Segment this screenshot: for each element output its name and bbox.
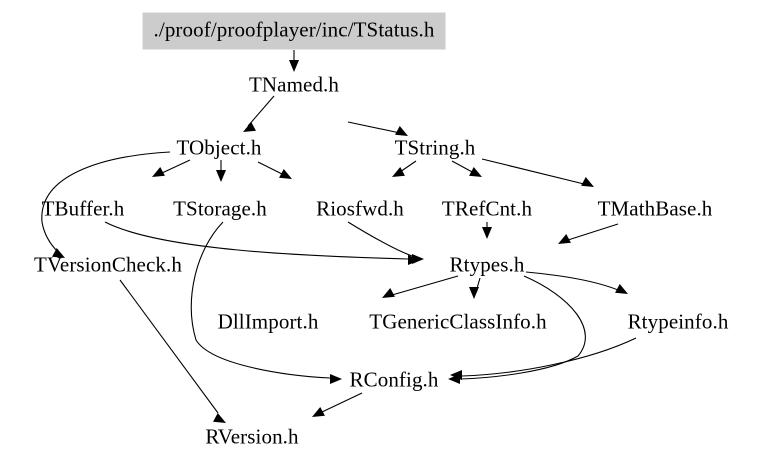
graph-node-rtypes[interactable]: Rtypes.h bbox=[449, 252, 525, 277]
arrowhead-riosfwd-to-rtypes bbox=[412, 254, 424, 264]
arrowhead-tstring-to-tmathbase bbox=[581, 176, 594, 187]
graph-node-tobject[interactable]: TObject.h bbox=[176, 135, 262, 160]
edge-tstring-to-tmathbase bbox=[481, 158, 585, 185]
graph-node-riosfwd[interactable]: Riosfwd.h bbox=[316, 196, 404, 221]
graph-node-tgenericclassinfo[interactable]: TGenericClassInfo.h bbox=[369, 309, 547, 334]
arrowhead-rtypeinfo-to-rconfig bbox=[450, 370, 462, 380]
arrowhead-tobject-to-tstorage bbox=[216, 170, 226, 182]
edge-rtypes-to-rtypeinfo bbox=[525, 271, 619, 291]
edge-rconfig-to-rversion bbox=[321, 392, 363, 413]
arrowhead-tmathbase-to-rtypes bbox=[558, 233, 571, 244]
edge-rtypes-to-dllimport bbox=[391, 275, 459, 296]
graph-node-dllimport[interactable]: DllImport.h bbox=[217, 309, 319, 334]
graph-node-trefcnt[interactable]: TRefCnt.h bbox=[441, 196, 533, 221]
arrowhead-tstring-to-trefcnt bbox=[469, 166, 482, 177]
edge-tstring-to-riosfwd bbox=[399, 160, 417, 173]
graph-node-rconfig[interactable]: RConfig.h bbox=[349, 367, 439, 392]
edge-rtypes-to-rconfig bbox=[459, 275, 586, 380]
graph-node-tstatus[interactable]: ./proof/proofplayer/inc/TStatus.h bbox=[142, 12, 446, 50]
graph-node-rtypeinfo[interactable]: Rtypeinfo.h bbox=[627, 309, 729, 334]
edge-riosfwd-to-rtypes bbox=[347, 221, 413, 257]
edge-tnamed-to-tobject bbox=[247, 95, 275, 127]
graph-node-tmathbase[interactable]: TMathBase.h bbox=[597, 196, 713, 221]
arrowhead-rtypes-to-tgenericclassinfo bbox=[469, 287, 479, 299]
arrowhead-tobject-to-tbuffer bbox=[152, 166, 165, 177]
graph-node-tnamed[interactable]: TNamed.h bbox=[248, 72, 340, 97]
arrowhead-rtypes-to-rtypeinfo bbox=[615, 283, 628, 294]
arrowhead-rconfig-to-rversion bbox=[312, 406, 325, 417]
graph-node-tbuffer[interactable]: TBuffer.h bbox=[41, 196, 125, 221]
graph-node-rversion[interactable]: RVersion.h bbox=[205, 424, 299, 449]
arrowhead-rtypes-to-dllimport bbox=[382, 287, 395, 298]
edge-rtypeinfo-to-rconfig bbox=[461, 337, 637, 377]
arrowhead-tobject-to-riosfwd bbox=[279, 168, 292, 179]
graph-node-tstring[interactable]: TString.h bbox=[394, 135, 476, 160]
edge-tnamed-to-tstring bbox=[347, 121, 401, 134]
arrowhead-tnamed-to-tobject bbox=[243, 121, 256, 132]
edge-tobject-to-tversioncheck bbox=[41, 151, 171, 253]
arrowhead-tnamed-to-tstring bbox=[395, 125, 408, 136]
graph-node-tversioncheck[interactable]: TVersionCheck.h bbox=[34, 252, 182, 277]
arrowhead-tstring-to-riosfwd bbox=[392, 166, 405, 177]
edge-tstring-to-trefcnt bbox=[451, 160, 475, 174]
arrowhead-tstorage-to-rconfig bbox=[330, 374, 342, 384]
graph-node-tstorage[interactable]: TStorage.h bbox=[173, 196, 267, 221]
edge-tversioncheck-to-rversion bbox=[119, 279, 219, 414]
arrowhead-tobject-to-tversioncheck bbox=[52, 247, 65, 258]
edge-tbuffer-to-rtypes bbox=[104, 221, 409, 260]
edge-tmathbase-to-rtypes bbox=[567, 223, 619, 241]
arrowhead-tversioncheck-to-rversion bbox=[213, 412, 226, 423]
arrowhead-trefcnt-to-rtypes bbox=[482, 227, 492, 239]
edge-tobject-to-tbuffer bbox=[161, 159, 191, 174]
edge-tobject-to-riosfwd bbox=[257, 161, 283, 175]
edge-tstorage-to-rconfig bbox=[190, 221, 331, 379]
arrowhead-tstatus-to-tnamed bbox=[289, 60, 299, 72]
